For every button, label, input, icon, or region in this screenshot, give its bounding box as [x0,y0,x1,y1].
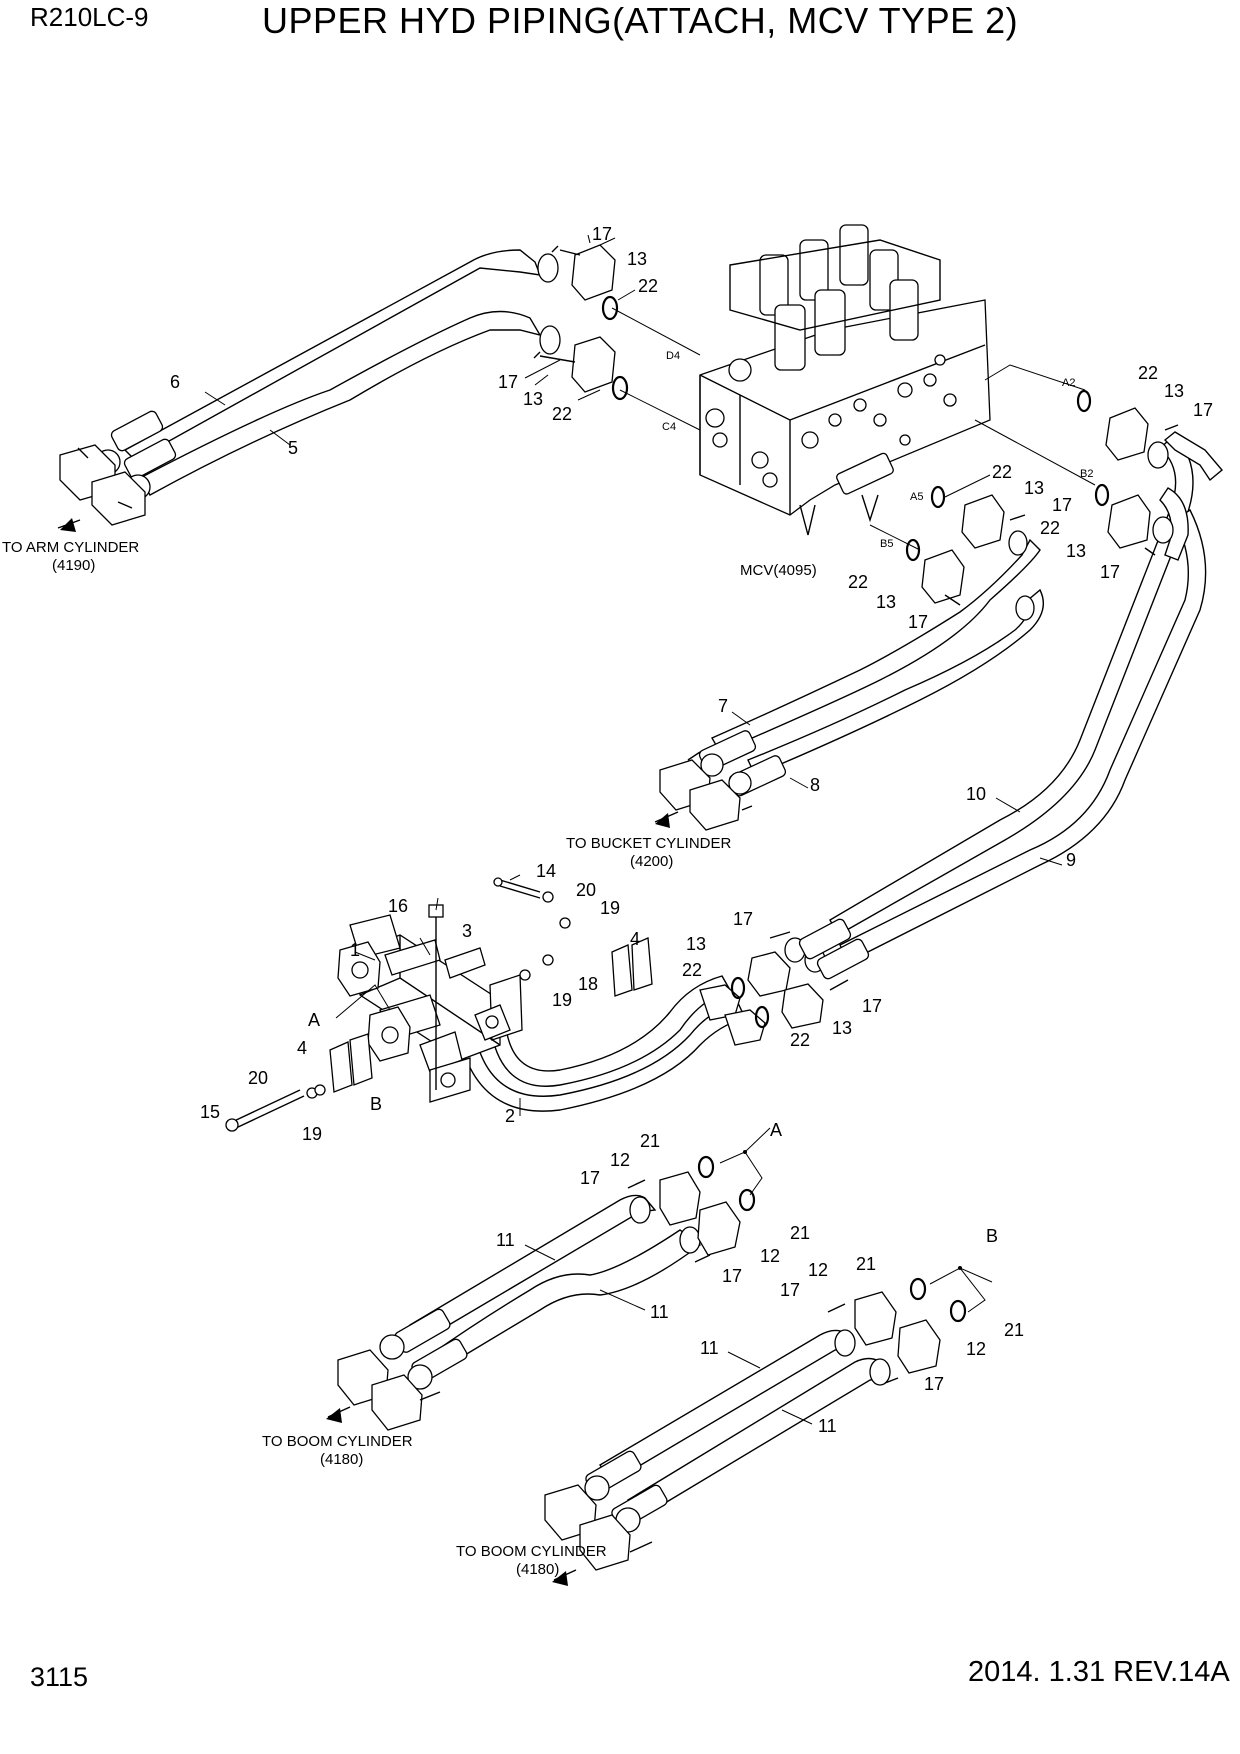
long-hoses-9-10 [784,431,1223,980]
port-c4: C4 [662,421,676,433]
callout-hose-7: 7 [718,696,728,716]
o-ring-icon [601,295,619,321]
pipe-block-assembly [225,877,849,1132]
callout-17: 17 [592,224,612,244]
callout-17: 17 [1052,495,1072,515]
point-a-label: A [308,1010,320,1030]
callout-19: 19 [302,1124,322,1144]
callout-hose-5: 5 [288,438,298,458]
callout-17: 17 [924,1374,944,1394]
callout-13: 13 [523,389,543,409]
callout-17: 17 [733,909,753,929]
callout-19: 19 [552,990,572,1010]
to-arm-ref: (4190) [52,557,95,574]
boom-a-label: A [770,1120,782,1140]
callout-13: 13 [1066,541,1086,561]
callout-hose-11: 11 [650,1302,669,1322]
callout-17: 17 [780,1280,800,1300]
page-title: UPPER HYD PIPING(ATTACH, MCV TYPE 2) [262,0,1019,41]
callout-13: 13 [876,592,896,612]
callout-17: 17 [722,1266,742,1286]
to-boom-2-ref: (4180) [516,1561,559,1578]
page-number: 3115 [30,1662,89,1692]
callout-22: 22 [682,960,702,980]
callout-hose-10: 10 [966,784,986,804]
callout-17: 17 [1100,562,1120,582]
callout-13: 13 [627,249,647,269]
to-boom-1-label: TO BOOM CYLINDER [262,1433,413,1450]
to-boom-2-label: TO BOOM CYLINDER [456,1543,607,1560]
callout-4: 4 [630,929,640,949]
port-b5: B5 [880,538,893,550]
boom-hoses-b [544,1277,967,1571]
callout-17: 17 [862,996,882,1016]
callout-4: 4 [297,1038,307,1058]
callout-hose-9: 9 [1066,850,1076,870]
main-control-valve [699,224,991,536]
callout-hose-11: 11 [700,1338,719,1358]
to-bucket-ref: (4200) [630,853,673,870]
bolt-icon [428,904,444,918]
callout-pipe-2: 2 [505,1106,515,1126]
callout-hose-6: 6 [170,372,180,392]
callout-1: 1 [350,940,360,960]
callout-13: 13 [832,1018,852,1038]
callout-hose-11: 11 [818,1416,837,1436]
callout-17: 17 [580,1168,600,1188]
mcv-right-fittings [905,389,1179,606]
port-b2: B2 [1080,468,1093,480]
callout-13: 13 [1164,381,1184,401]
to-boom-1-ref: (4180) [320,1451,363,1468]
callout-17: 17 [498,372,518,392]
to-bucket-label: TO BUCKET CYLINDER [566,835,731,852]
callout-22: 22 [992,462,1012,482]
point-b-label: B [370,1094,382,1114]
callout-22: 22 [638,276,658,296]
callout-12: 12 [760,1246,780,1266]
callout-19: 19 [600,898,620,918]
callout-22: 22 [790,1030,810,1050]
callout-13: 13 [686,934,706,954]
port-a5: A5 [910,491,923,503]
callout-22: 22 [1138,363,1158,383]
callout-21: 21 [1004,1320,1024,1340]
callout-3: 3 [462,921,472,941]
callout-12: 12 [808,1260,828,1280]
arm-hoses [59,249,561,526]
split-flange-icon [571,244,616,301]
callout-12: 12 [610,1150,630,1170]
boom-b-label: B [986,1226,998,1246]
port-d4: D4 [666,350,680,362]
bucket-hoses [659,530,1044,831]
callout-17: 17 [908,612,928,632]
callout-16: 16 [388,896,408,916]
mcv-label: MCV(4095) [740,562,817,579]
callout-hose-11: 11 [496,1230,515,1250]
callout-20: 20 [576,880,596,900]
callout-20: 20 [248,1068,268,1088]
arm-fittings [533,244,629,401]
boom-hoses-a [337,1155,756,1431]
callout-22: 22 [848,572,868,592]
callout-13: 13 [1024,478,1044,498]
callout-17: 17 [1193,400,1213,420]
callout-22: 22 [552,404,572,424]
callout-14: 14 [536,861,556,881]
callout-12: 12 [966,1339,986,1359]
callout-hose-8: 8 [810,775,820,795]
callout-15: 15 [200,1102,220,1122]
callout-18: 18 [578,974,598,994]
model-code: R210LC-9 [30,2,149,32]
callout-21: 21 [856,1254,876,1274]
to-arm-label: TO ARM CYLINDER [2,539,139,556]
callout-21: 21 [790,1223,810,1243]
callout-21: 21 [640,1131,660,1151]
callout-22: 22 [1040,518,1060,538]
revision-date: 2014. 1.31 REV.14A [968,1656,1230,1688]
